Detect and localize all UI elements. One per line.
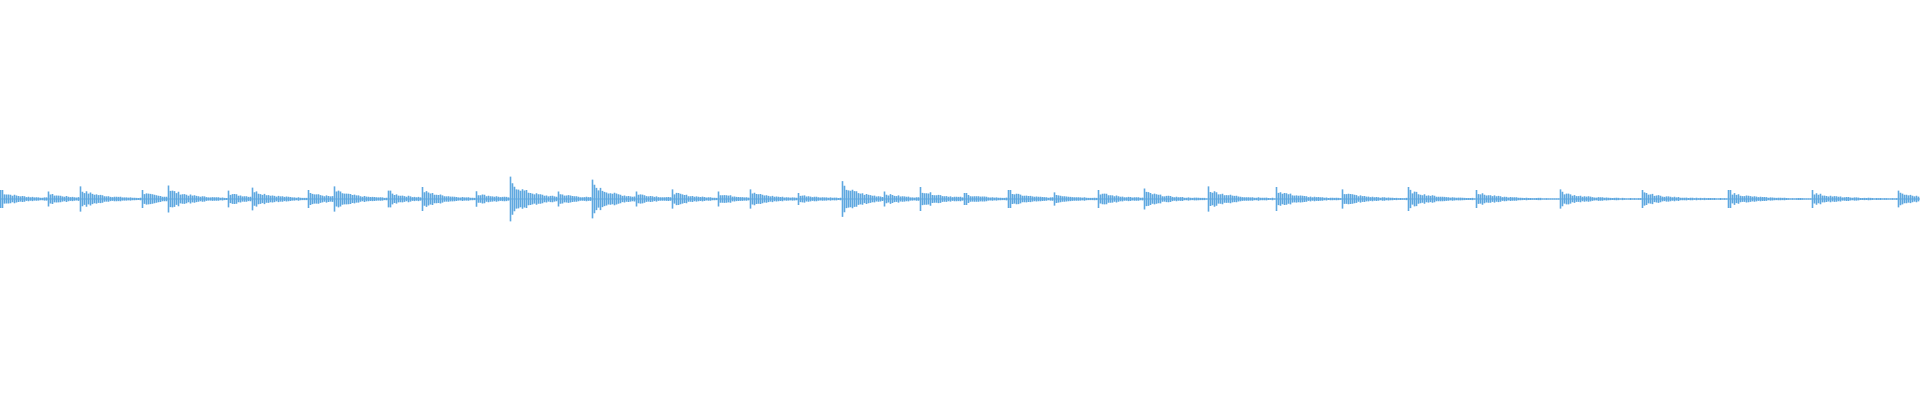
- waveform-bars: [0, 176, 1920, 222]
